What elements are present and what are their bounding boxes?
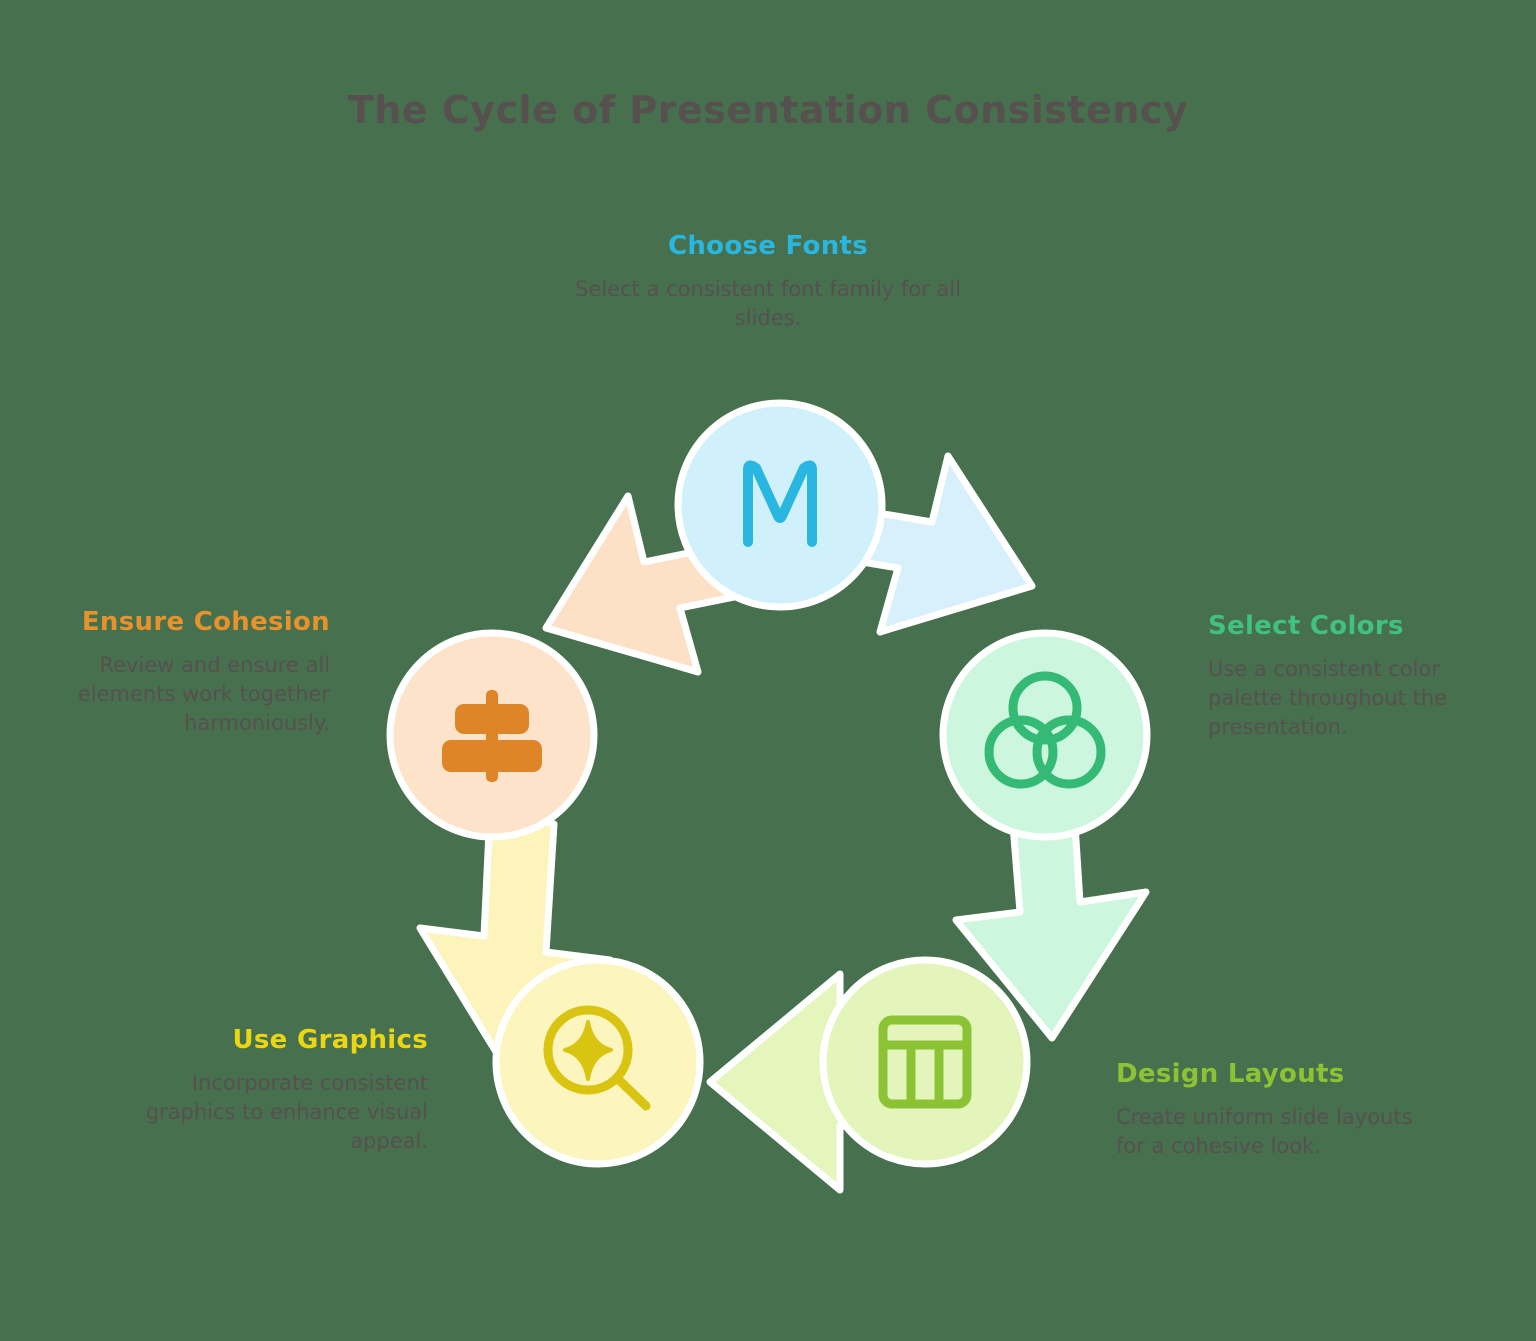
description-use-graphics: Incorporate consistent graphics to enhan… [145,1070,428,1153]
heading-ensure-cohesion: Ensure Cohesion [81,607,330,637]
description-choose-fonts: Select a consistent font family for all … [575,276,961,330]
label-choose-fonts: Choose Fonts Select a consistent font fa… [543,232,993,333]
description-select-colors: Use a consistent color palette throughou… [1208,656,1448,739]
heading-choose-fonts: Choose Fonts [667,231,869,261]
page-title: The Cycle of Presentation Consistency [347,88,1189,132]
overlapping-circles-icon [984,671,1106,789]
align-center-icon [442,690,542,782]
magnifier-sparkle-icon [543,1005,651,1111]
letter-m-icon [743,460,817,547]
label-design-layouts: Design Layouts Create uniform slide layo… [1116,1060,1416,1161]
label-use-graphics: Use Graphics Incorporate consistent grap… [128,1026,428,1156]
node-use-graphics[interactable] [492,956,704,1168]
node-design-layouts[interactable] [819,956,1031,1168]
node-choose-fonts[interactable] [674,399,886,611]
node-select-colors[interactable] [939,629,1151,841]
description-design-layouts: Create uniform slide layouts for a cohes… [1116,1104,1413,1158]
label-ensure-cohesion: Ensure Cohesion Review and ensure all el… [30,608,330,738]
cycle-diagram [386,399,1151,1194]
layout-grid-icon [878,1015,972,1109]
node-ensure-cohesion[interactable] [386,629,598,841]
heading-use-graphics: Use Graphics [232,1025,428,1055]
description-ensure-cohesion: Review and ensure all elements work toge… [77,652,330,735]
heading-design-layouts: Design Layouts [1116,1059,1345,1089]
label-select-colors: Select Colors Use a consistent color pal… [1208,612,1508,742]
heading-select-colors: Select Colors [1208,611,1404,641]
